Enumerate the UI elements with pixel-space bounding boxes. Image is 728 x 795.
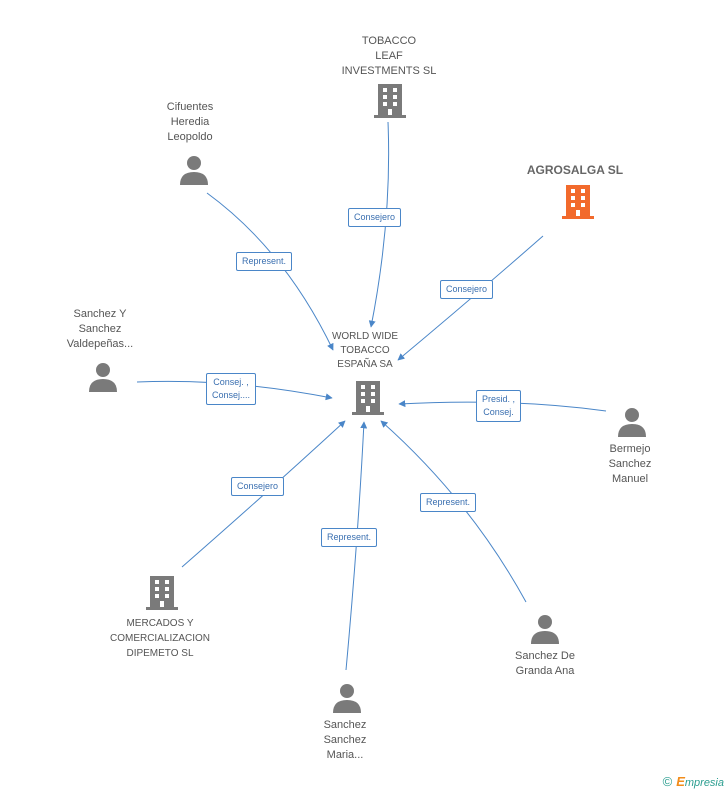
building-icon[interactable]: [146, 576, 178, 610]
brand-name: mpresia: [684, 777, 724, 789]
person-icon[interactable]: [179, 155, 209, 185]
edge-label-bermejo[interactable]: Presid. , Consej.: [476, 390, 522, 422]
edge-label-mercados[interactable]: Consejero: [231, 477, 285, 496]
edge-label-tobacco-leaf[interactable]: Consejero: [348, 208, 402, 227]
node-label-cifuentes[interactable]: Cifuentes Heredia Leopoldo: [166, 101, 214, 143]
edge-label-sanchez-maria[interactable]: Represent.: [321, 528, 378, 547]
edge-label-cifuentes[interactable]: Represent.: [236, 252, 293, 271]
person-icon[interactable]: [530, 614, 560, 644]
building-icon[interactable]: [374, 84, 406, 118]
node-label-tobacco-leaf[interactable]: TOBACCO LEAF INVESTMENTS SL: [341, 35, 437, 77]
edge-cifuentes: [206, 192, 334, 351]
person-icon[interactable]: [88, 362, 118, 392]
person-icon[interactable]: [617, 407, 647, 437]
node-label-agrosalga[interactable]: AGROSALGA SL: [526, 163, 624, 177]
copyright-icon: ©: [662, 774, 673, 789]
brand-initial: E: [676, 774, 685, 789]
edge-agrosalga: [397, 235, 544, 361]
node-label-sanchez-valdepenas[interactable]: Sanchez Y Sanchez Valdepeñas...: [66, 308, 134, 350]
building-icon[interactable]: [352, 381, 384, 415]
node-label-bermejo[interactable]: Bermejo Sanchez Manuel: [608, 443, 652, 485]
node-label-mercados[interactable]: MERCADOS Y COMERCIALIZACION DIPEMETO SL: [109, 618, 210, 659]
person-icon[interactable]: [332, 683, 362, 713]
edge-label-sanchez-valdepenas[interactable]: Consej. , Consej....: [206, 373, 257, 405]
node-label-center[interactable]: WORLD WIDE TOBACCO ESPAÑA SA: [331, 331, 399, 370]
edge-label-agrosalga[interactable]: Consejero: [440, 280, 494, 299]
empresia-credit: ©Empresia: [663, 774, 724, 789]
node-label-sanchez-granda[interactable]: Sanchez De Granda Ana: [515, 650, 575, 677]
building-icon[interactable]: [562, 185, 594, 219]
node-label-sanchez-maria[interactable]: Sanchez Sanchez Maria...: [323, 719, 367, 761]
edge-label-sanchez-granda[interactable]: Represent.: [420, 493, 477, 512]
